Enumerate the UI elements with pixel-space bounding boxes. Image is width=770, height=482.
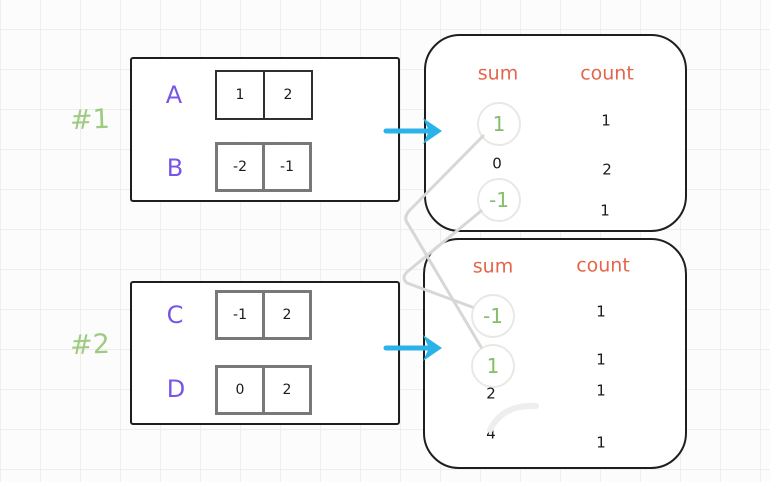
example2-count-header: count bbox=[576, 254, 630, 277]
example1-result-panel: sum count 1 1 0 2 -1 1 bbox=[424, 34, 687, 232]
example2-sum-value-1: 1 bbox=[486, 354, 500, 378]
array-d-cell-1: 2 bbox=[262, 365, 312, 415]
example2-label: #2 bbox=[69, 328, 111, 362]
array-c-cells: -1 2 bbox=[215, 290, 312, 340]
example1-label: #1 bbox=[69, 103, 111, 137]
example1-sum-1-highlight-circle: 1 bbox=[477, 102, 521, 146]
example2-sum-value-3: 4 bbox=[486, 424, 496, 443]
example2-count-value-2: 1 bbox=[596, 381, 606, 400]
example2-count-value-0: 1 bbox=[596, 302, 606, 321]
example1-sum-value-2: -1 bbox=[489, 188, 509, 212]
example1-sum-value-1: 0 bbox=[492, 154, 502, 173]
example1-sum-value-0: 1 bbox=[492, 112, 506, 136]
array-d-cell-0: 0 bbox=[215, 365, 265, 415]
example2-input-panel: C -1 2 D 0 2 bbox=[130, 281, 400, 425]
array-d-label: D bbox=[166, 375, 186, 403]
array-a-cells: 1 2 bbox=[215, 70, 313, 120]
array-b-cell-1: -1 bbox=[262, 142, 312, 192]
array-c-label: C bbox=[166, 301, 184, 329]
array-c-cell-0: -1 bbox=[215, 290, 265, 340]
array-b-cell-0: -2 bbox=[215, 142, 265, 192]
example2-sum-value-0: -1 bbox=[483, 304, 503, 328]
example2-result-panel: sum count -1 1 1 1 2 1 4 1 bbox=[423, 238, 687, 469]
example1-input-panel: A 1 2 B -2 -1 bbox=[130, 57, 400, 202]
example2-count-value-1: 1 bbox=[596, 350, 606, 369]
example1-count-value-0: 1 bbox=[601, 111, 611, 130]
array-c-cell-1: 2 bbox=[262, 290, 312, 340]
example2-sum-header: sum bbox=[472, 255, 514, 278]
example2-sum-1-highlight-circle: 1 bbox=[471, 344, 515, 388]
array-a-label: A bbox=[165, 81, 183, 109]
example1-sum--1-highlight-circle: -1 bbox=[477, 178, 521, 222]
example2-count-value-3: 1 bbox=[596, 433, 606, 452]
array-d-cells: 0 2 bbox=[215, 365, 312, 415]
example2-sum-value-2: 2 bbox=[486, 384, 496, 403]
example2-sum--1-highlight-circle: -1 bbox=[471, 294, 515, 338]
array-a-cell-1: 2 bbox=[263, 70, 313, 120]
example1-count-value-1: 2 bbox=[602, 160, 612, 179]
example1-count-value-2: 1 bbox=[600, 201, 610, 220]
array-a-cell-0: 1 bbox=[215, 70, 265, 120]
example1-count-header: count bbox=[580, 62, 634, 85]
example1-sum-header: sum bbox=[477, 62, 519, 85]
array-b-cells: -2 -1 bbox=[215, 142, 312, 192]
array-b-label: B bbox=[166, 154, 184, 182]
